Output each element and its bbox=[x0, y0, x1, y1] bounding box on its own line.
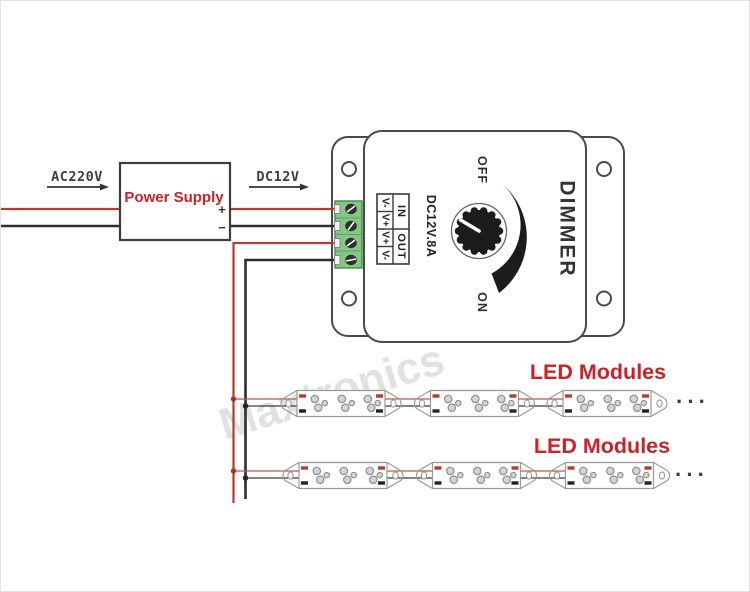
led-row-1: ··· LED Modules bbox=[281, 360, 710, 417]
junction-dot bbox=[242, 475, 249, 481]
led-module bbox=[417, 463, 537, 489]
ac-input-annotation: AC220V bbox=[47, 169, 109, 191]
led-row1-ellipsis: ··· bbox=[676, 389, 710, 414]
wire-out-positive bbox=[232, 241, 340, 503]
wire-entry-tabs bbox=[334, 204, 341, 265]
on-label: ON bbox=[475, 292, 489, 313]
dimmer-name-label: DIMMER bbox=[556, 180, 579, 277]
port-out-label: OUT bbox=[395, 233, 407, 259]
terminal-label-3: V+ bbox=[380, 231, 392, 244]
led-module bbox=[550, 463, 670, 489]
dimmer-knob bbox=[450, 202, 508, 260]
junction-dot bbox=[242, 403, 249, 409]
mounting-hole bbox=[341, 290, 357, 307]
led-row2-label: LED Modules bbox=[534, 434, 670, 458]
dc-output-annotation: DC12V bbox=[249, 169, 309, 191]
minus-terminal-label: − bbox=[218, 220, 226, 235]
knob-pointer bbox=[458, 218, 481, 233]
led-module bbox=[283, 463, 403, 489]
mounting-hole bbox=[596, 290, 612, 307]
ac-voltage-label: AC220V bbox=[51, 169, 103, 185]
terminal-screws bbox=[345, 203, 357, 266]
flow-arrow-icon bbox=[47, 183, 109, 191]
terminal-label-2: V+ bbox=[380, 214, 392, 227]
terminal-block bbox=[334, 200, 363, 269]
mounting-hole bbox=[596, 161, 612, 177]
junction-dot bbox=[230, 468, 237, 474]
plus-terminal-label: + bbox=[218, 202, 226, 217]
terminal-label-box: V- V+ V+ V- IN OUT bbox=[376, 193, 410, 265]
rating-label: DC12V.8A bbox=[424, 195, 438, 258]
power-supply-box: Power Supply + − bbox=[118, 161, 232, 242]
off-label: OFF bbox=[475, 156, 489, 184]
led-module bbox=[281, 391, 401, 417]
led-module bbox=[415, 391, 535, 417]
wire-out-negative bbox=[244, 258, 340, 499]
junction-dot bbox=[230, 396, 237, 402]
dimmer-arc bbox=[491, 182, 527, 293]
led-module bbox=[547, 391, 667, 417]
mounting-hole bbox=[341, 161, 357, 177]
power-supply-label: Power Supply bbox=[124, 189, 224, 206]
dc-voltage-label: DC12V bbox=[256, 169, 299, 185]
terminal-label-1: V- bbox=[380, 198, 392, 208]
dimmer-unit: V- V+ V+ V- IN OUT DC12V.8A bbox=[331, 130, 625, 343]
led-row-2: ··· LED Modules bbox=[283, 434, 709, 489]
flow-arrow-icon bbox=[249, 183, 309, 191]
led-row2-ellipsis: ··· bbox=[675, 462, 709, 487]
port-in-label: IN bbox=[395, 205, 407, 218]
led-row1-label: LED Modules bbox=[530, 360, 666, 384]
terminal-label-4: V- bbox=[380, 250, 392, 260]
